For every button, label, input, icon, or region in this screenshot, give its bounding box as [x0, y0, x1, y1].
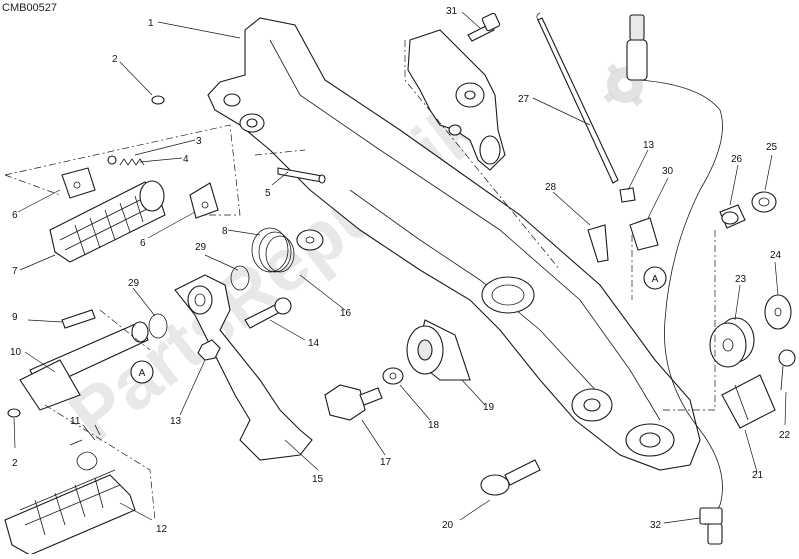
label-17: 17 — [380, 457, 392, 468]
part-master-cylinder — [407, 29, 506, 171]
label-12: 12 — [156, 524, 168, 535]
label-6-left: 6 — [12, 210, 18, 221]
part-7-footpeg — [49, 180, 166, 263]
label-4: 4 — [183, 154, 189, 165]
part-25-nut — [751, 191, 777, 213]
label-26: 26 — [731, 154, 743, 165]
label-14: 14 — [308, 338, 320, 349]
svg-text:A: A — [652, 274, 659, 285]
part-14-bolt — [244, 297, 292, 329]
label-16: 16 — [340, 308, 352, 319]
label-10: 10 — [10, 347, 22, 358]
part-22-screw — [778, 349, 796, 391]
label-31: 31 — [446, 6, 458, 17]
part-18-washer — [382, 367, 404, 385]
label-20: 20 — [442, 520, 454, 531]
part-13-nut — [197, 339, 221, 361]
label-29-upper: 29 — [195, 242, 207, 253]
label-25: 25 — [766, 142, 778, 153]
label-29-lower: 29 — [128, 278, 140, 289]
label-13-upper: 13 — [643, 140, 655, 151]
part-29-oring-lower — [148, 313, 168, 339]
label-7: 7 — [12, 266, 18, 277]
part-10-shaft — [19, 321, 149, 411]
callout-a-left: A — [130, 360, 154, 384]
part-9-pin — [61, 309, 96, 329]
part-30-fork — [629, 217, 659, 251]
label-6-right: 6 — [140, 238, 146, 249]
label-13-lower: 13 — [170, 416, 182, 427]
part-4-spring — [107, 155, 145, 166]
construction-lines — [4, 40, 716, 521]
part-6-plate-left — [61, 167, 96, 199]
part-27-rod — [536, 12, 619, 184]
part-21-sensor — [721, 374, 776, 429]
part-20-bolt — [480, 459, 541, 496]
label-1: 1 — [148, 18, 154, 29]
leaders — [13, 11, 787, 524]
label-23: 23 — [735, 274, 747, 285]
part-8-spring — [251, 227, 324, 273]
label-22: 22 — [779, 430, 791, 441]
label-15: 15 — [312, 474, 324, 485]
label-9: 9 — [12, 312, 18, 323]
part-15-brake-lever — [174, 274, 313, 461]
part-32-sensor-cable — [626, 14, 723, 545]
label-2-lower: 2 — [12, 458, 18, 469]
label-11: 11 — [70, 416, 81, 427]
part-29-oring-upper — [230, 265, 250, 291]
part-1-frame — [207, 17, 701, 471]
label-32: 32 — [650, 520, 662, 531]
label-2: 2 — [112, 54, 118, 65]
part-2-clip — [151, 95, 165, 105]
part-12-footpeg — [4, 469, 136, 556]
label-30: 30 — [662, 166, 674, 177]
label-27: 27 — [518, 94, 530, 105]
label-5: 5 — [265, 188, 271, 199]
part-28-clip — [587, 224, 609, 263]
label-8: 8 — [222, 226, 228, 237]
part-6-plate-right — [189, 182, 219, 219]
label-18: 18 — [428, 420, 440, 431]
part-17-bolt — [324, 384, 383, 421]
part-5-pin — [277, 167, 326, 184]
callout-a-right: A — [643, 266, 667, 290]
label-3: 3 — [196, 136, 202, 147]
part-24-washer — [764, 294, 792, 330]
svg-text:A: A — [139, 368, 146, 379]
watermark-gear-icon — [603, 63, 647, 107]
part-23-bushing — [709, 317, 755, 368]
drawing-code: CMB00527 — [2, 2, 58, 14]
label-24: 24 — [770, 250, 782, 261]
part-19-roller — [406, 319, 471, 381]
part-11-spring — [69, 424, 101, 471]
label-19: 19 — [483, 402, 495, 413]
label-21: 21 — [752, 470, 764, 481]
label-28: 28 — [545, 182, 557, 193]
part-2-clip-lower — [7, 408, 21, 418]
part-13-bushing — [619, 187, 636, 203]
part-26-bushing — [719, 204, 746, 229]
part-31-bolt — [467, 12, 501, 42]
part-labels: 1 2 3 4 5 6 6 7 8 9 10 11 12 13 13 14 15… — [10, 6, 791, 535]
